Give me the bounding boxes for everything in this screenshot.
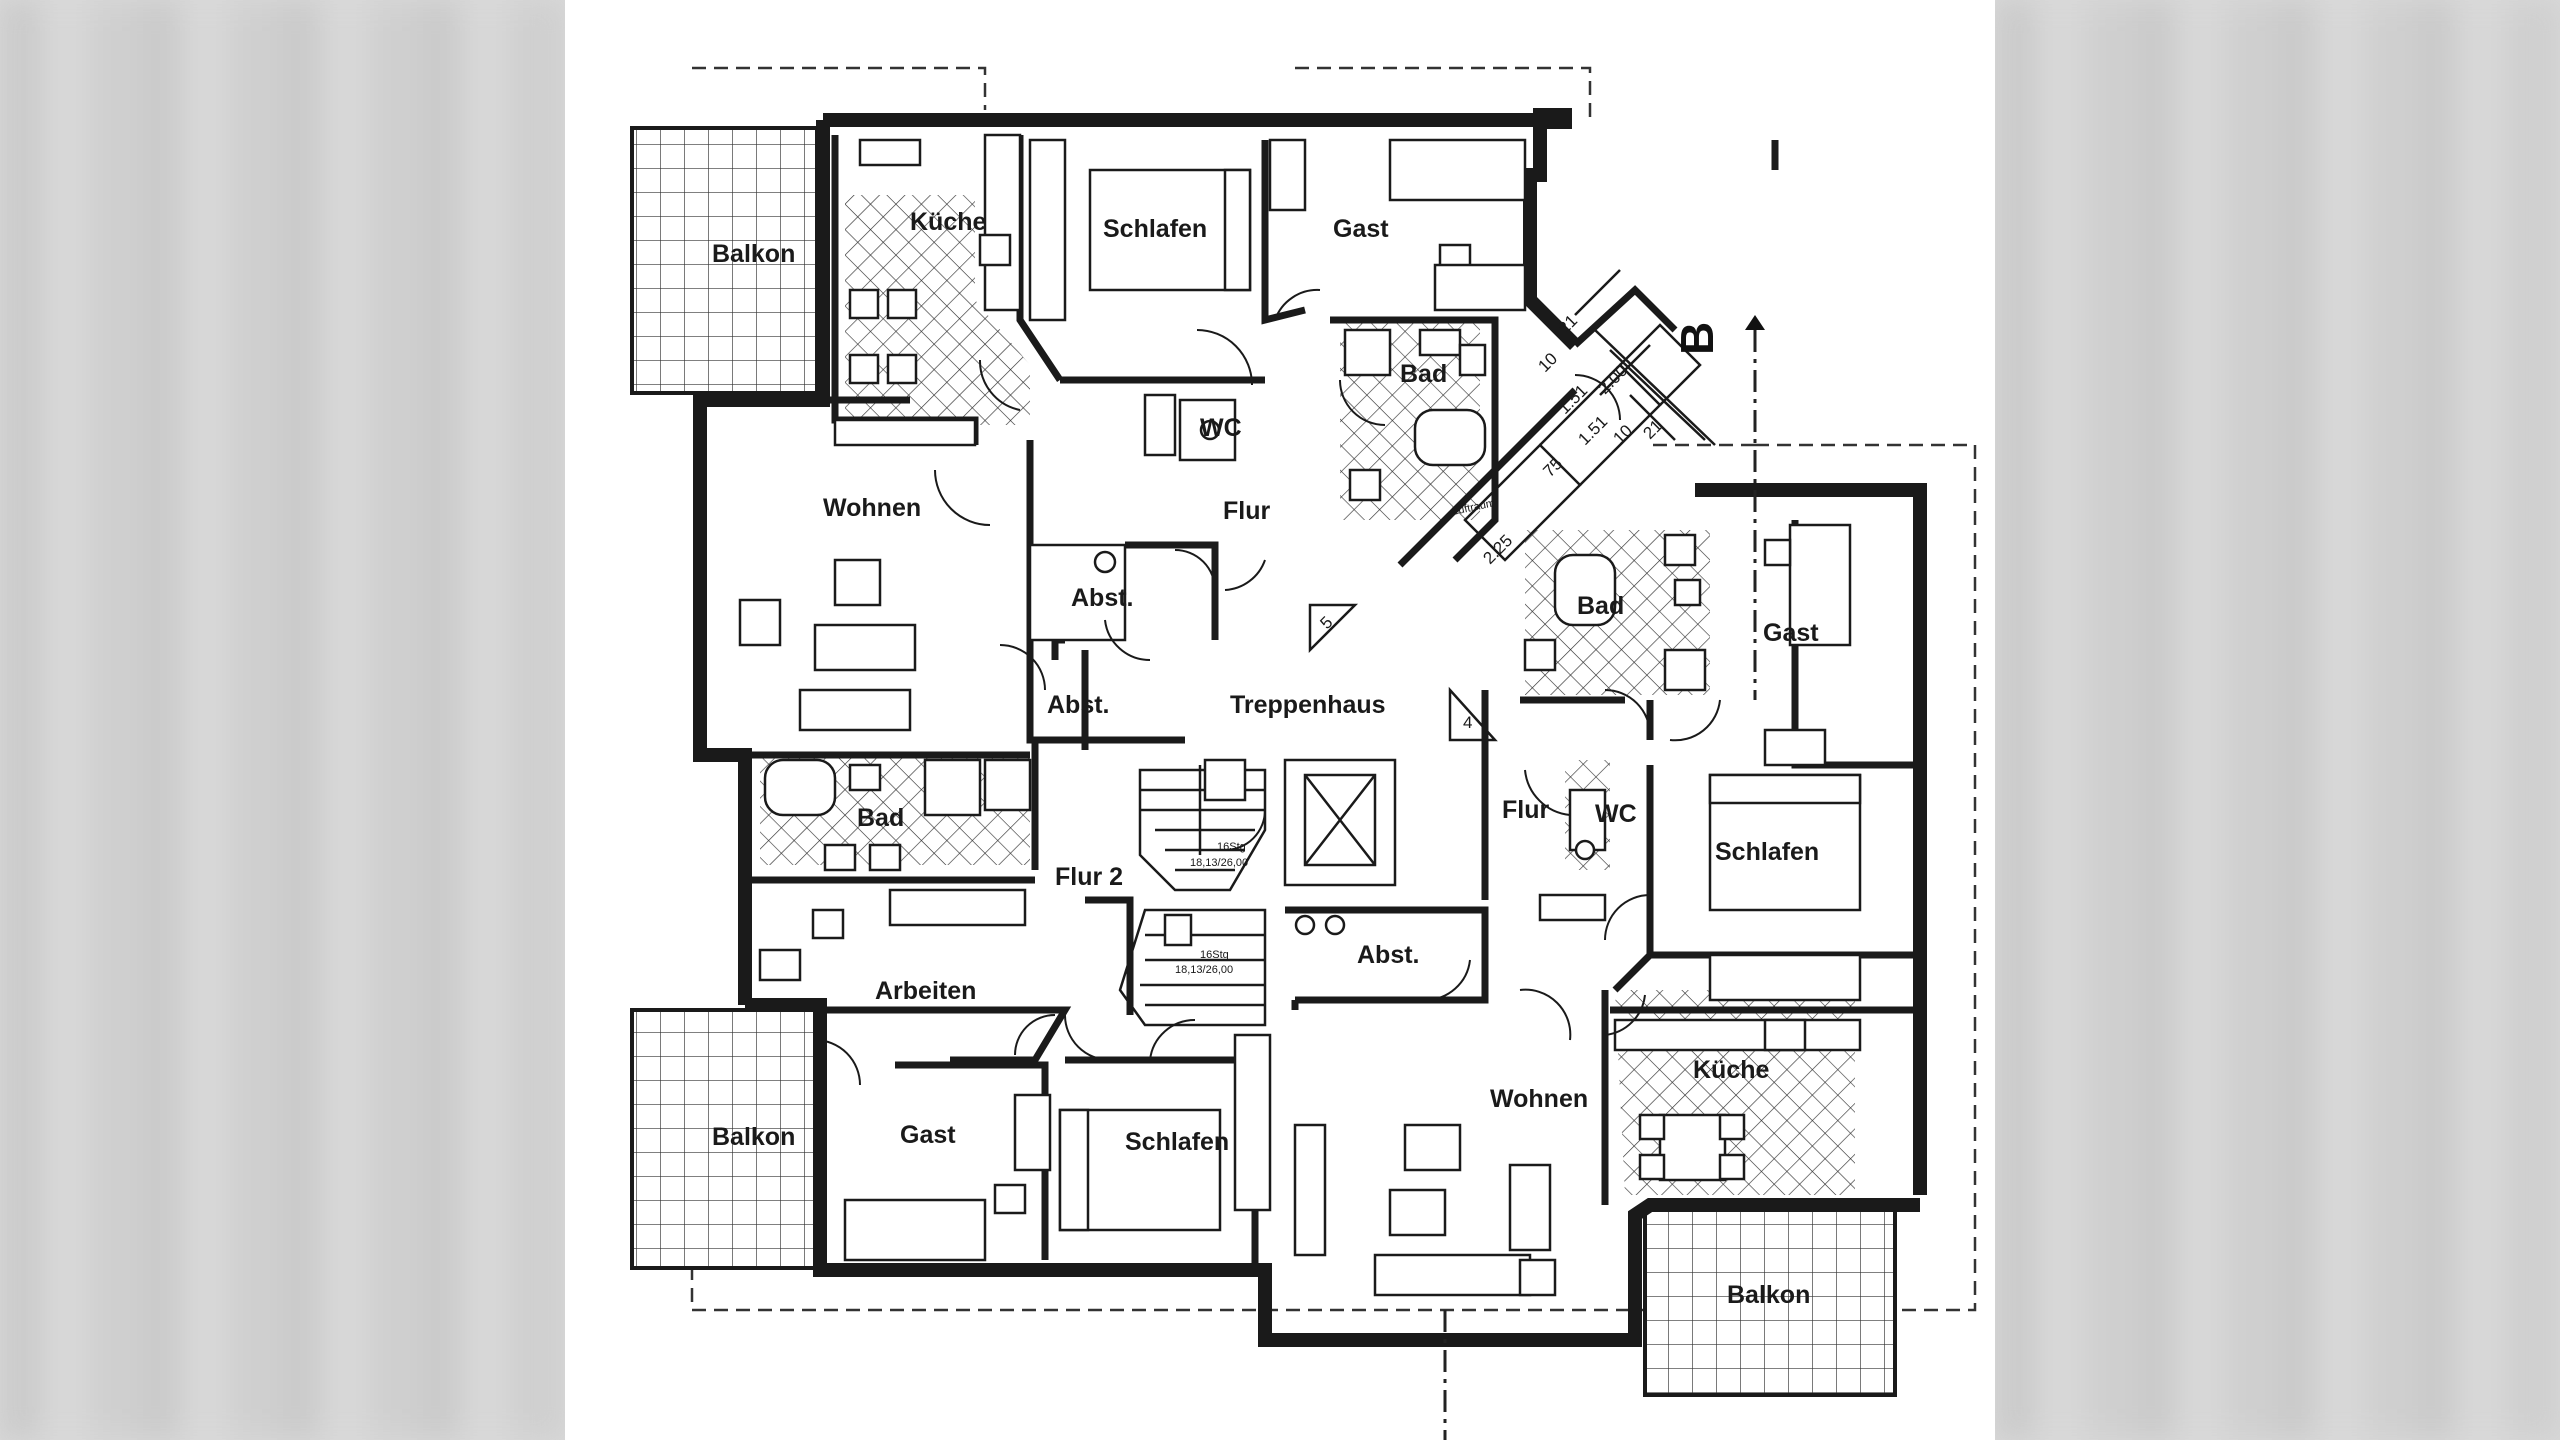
room-label-balkon-nw: Balkon (712, 240, 795, 268)
bathroom-n-furniture (1343, 328, 1487, 502)
balcony-se (1643, 1208, 1897, 1397)
room-label-gast-e: Gast (1763, 619, 1819, 647)
room-label-bad-e: Bad (1577, 592, 1624, 620)
elevator (1283, 758, 1397, 887)
room-label-flur-e: Flur (1502, 796, 1549, 824)
stair-markers (1308, 603, 1498, 742)
stair-upper-ratio: 18,13/26,00 (1190, 857, 1248, 869)
bedroom-e-furniture (1708, 773, 1862, 1002)
room-label-gast-s: Gast (900, 1121, 956, 1149)
dimension-d9: 2.25 (1479, 531, 1516, 568)
room-label-wohnen-w: Wohnen (823, 494, 921, 522)
room-label-arbeiten: Arbeiten (875, 977, 976, 1005)
room-label-wohnen-s: Wohnen (1490, 1085, 1588, 1113)
doors (814, 288, 1721, 1086)
room-label-flur-n: Flur (1223, 497, 1270, 525)
room-label-schlafen-n: Schlafen (1103, 215, 1207, 243)
dimension-d8: 75 (1539, 454, 1566, 481)
floor-plan-sheet: Küche Schlafen Gast Balkon Bad WC Wohnen… (565, 0, 1995, 1440)
guest-s-furniture (843, 1093, 1052, 1262)
living-s-furniture (1293, 1123, 1557, 1297)
wc-e-furniture (1538, 788, 1607, 922)
floor-plan: Küche Schlafen Gast Balkon Bad WC Wohnen… (630, 66, 1977, 1440)
interior-walls (745, 135, 1920, 1265)
stair-lower-steps: 16Stg (1200, 949, 1229, 961)
living-w-furniture (738, 558, 917, 732)
staircase-upper (1138, 758, 1267, 892)
bedroom-s-furniture (1058, 1033, 1272, 1232)
room-label-gast-n: Gast (1333, 215, 1389, 243)
dimension-d4: 1.51 (1554, 381, 1591, 418)
bedroom-n-furniture (1028, 138, 1307, 322)
room-label-schlafen-e: Schlafen (1715, 838, 1819, 866)
section-marker-b: B (1671, 322, 1723, 355)
dimension-d6: 10 (1609, 421, 1636, 448)
room-label-kueche-nw: Küche (910, 208, 987, 236)
room-label-kueche-se: Küche (1693, 1056, 1770, 1084)
roof-overhang-outline (690, 66, 1977, 1312)
stair-upper-steps: 16Stg (1217, 841, 1246, 853)
bathroom-e-furniture (1523, 533, 1707, 692)
bathroom-w-furniture (763, 758, 1032, 872)
room-label-abst-n: Abst. (1071, 584, 1134, 612)
staircase-lower (1118, 908, 1267, 1027)
dimension-chain (1574, 269, 1716, 446)
storage-n (1028, 543, 1127, 642)
room-label-flur2: Flur 2 (1055, 863, 1123, 891)
room-label-bad-w: Bad (857, 804, 904, 832)
room-label-abst-c: Abst. (1047, 691, 1110, 719)
balcony-sw (630, 1008, 819, 1270)
dimension-d5: 1.51 (1574, 412, 1611, 449)
wc-n-furniture (1143, 393, 1237, 462)
stair-shaft (1397, 285, 1702, 568)
guest-n-furniture (1388, 138, 1527, 312)
left-blurred-backdrop (0, 0, 565, 1440)
room-label-balkon-sw: Balkon (712, 1123, 795, 1151)
kitchen-nw-furniture (833, 133, 1022, 447)
room-label-wc-e: WC (1595, 800, 1637, 828)
room-label-wc-n: WC (1200, 414, 1242, 442)
storage-s (1294, 914, 1346, 936)
stair-marker-4: 4 (1463, 713, 1472, 732)
section-line-b (1443, 315, 1765, 1440)
dimension-d3: 10 (1534, 349, 1561, 376)
room-label-balkon-se: Balkon (1727, 1281, 1810, 1309)
stair-lower-ratio: 18,13/26,00 (1175, 964, 1233, 976)
stair-marker-5: 5 (1316, 613, 1336, 633)
guest-e-furniture (1763, 523, 1852, 767)
room-label-schlafen-s: Schlafen (1125, 1128, 1229, 1156)
balcony-nw (630, 126, 819, 395)
study-furniture (758, 888, 1027, 982)
room-label-bad-n: Bad (1400, 360, 1447, 388)
kitchen-se-furniture (1613, 1018, 1862, 1182)
right-blurred-backdrop (1995, 0, 2560, 1440)
room-label-abst-s: Abst. (1357, 941, 1420, 969)
room-label-treppenhaus: Treppenhaus (1230, 691, 1386, 719)
